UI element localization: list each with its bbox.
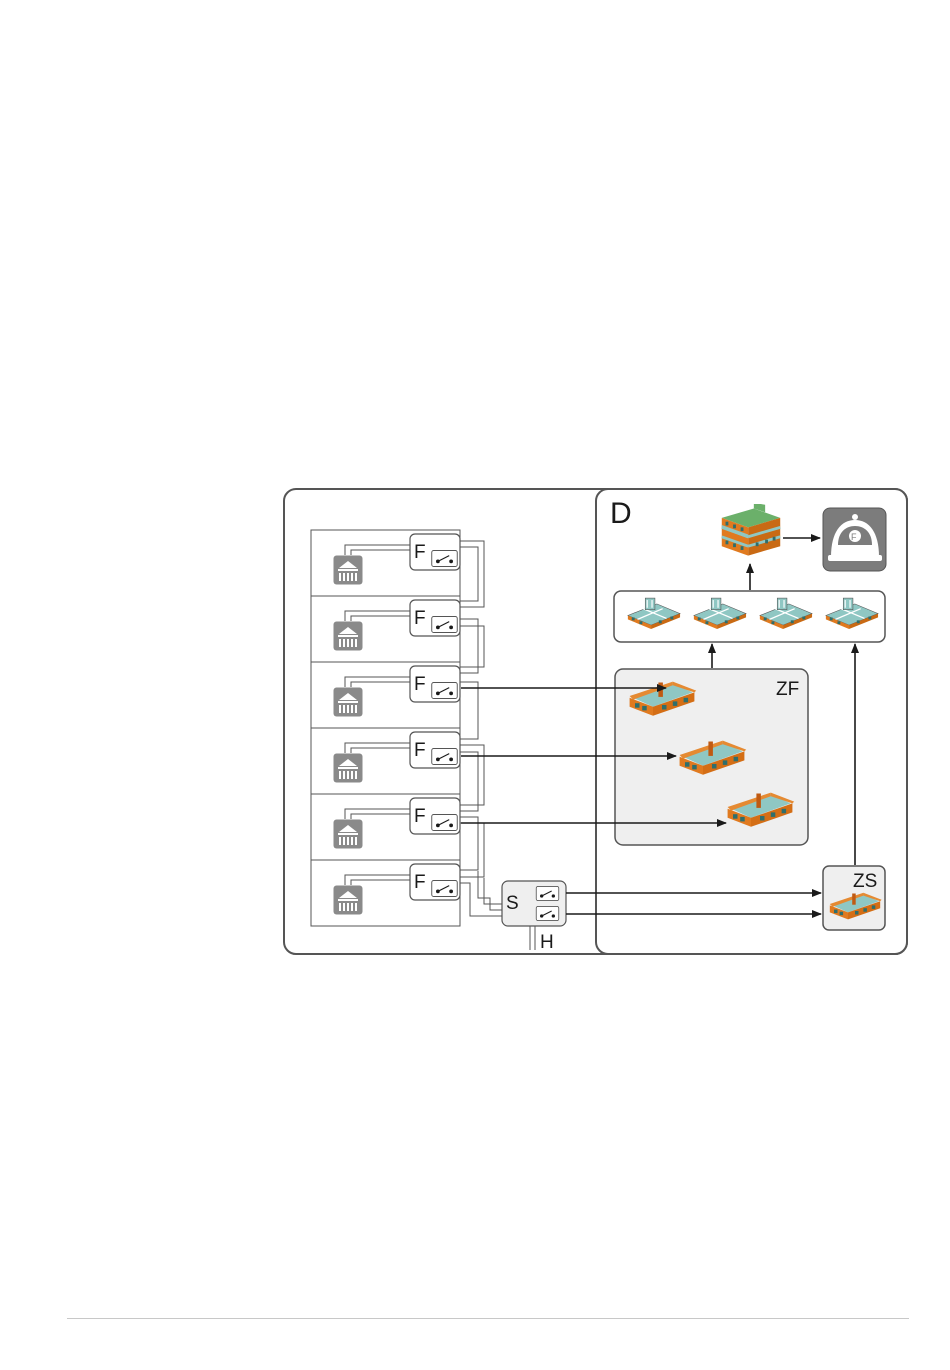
module-f-label: F	[414, 674, 426, 695]
line-h-label: H	[540, 932, 554, 953]
module-s: S	[502, 881, 566, 926]
smoke-detector-icon	[334, 886, 363, 915]
zone-zs-label: ZS	[853, 871, 877, 892]
switch-contact-icon	[432, 616, 458, 632]
module-f-label: F	[414, 740, 426, 761]
svg-text:F: F	[851, 532, 857, 542]
switch-contact-icon	[536, 886, 559, 900]
switch-contact-icon	[432, 682, 458, 698]
smoke-detector-icon	[334, 556, 363, 585]
smoke-detector-icon	[334, 820, 363, 849]
footer-rule	[67, 1318, 909, 1319]
module-f-label: F	[414, 806, 426, 827]
zone-zf-label: ZF	[776, 679, 799, 700]
loop-bus-wiring	[460, 541, 502, 916]
fire-helmet-icon: F	[823, 508, 886, 571]
smoke-detector-icon	[334, 688, 363, 717]
switch-contact-icon	[432, 814, 458, 830]
line-h: H	[530, 926, 554, 953]
zone-d-label: D	[610, 497, 632, 530]
module-f-label: F	[414, 608, 426, 629]
switch-contact-icon	[432, 880, 458, 896]
switch-contact-icon	[432, 748, 458, 764]
module-f-label: F	[414, 872, 426, 893]
switch-contact-icon	[536, 906, 559, 920]
smoke-detector-icon	[334, 754, 363, 783]
module-s-label: S	[506, 893, 519, 914]
module-f-label: F	[414, 542, 426, 563]
switch-contact-icon	[432, 550, 458, 566]
smoke-detector-icon	[334, 622, 363, 651]
